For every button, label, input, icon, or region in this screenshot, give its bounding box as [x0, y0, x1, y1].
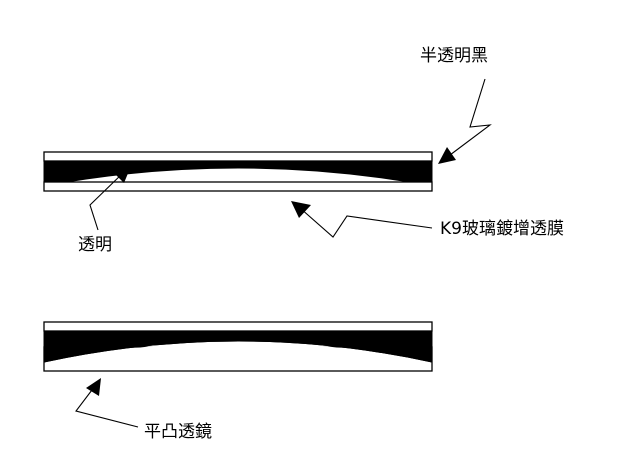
arrowhead-k9-glass: [291, 201, 311, 218]
label-semi-transparent-black: 半透明黑: [420, 46, 488, 66]
leader-k9-glass: [291, 201, 433, 238]
k9-glass-plate: [43, 181, 433, 192]
arrowhead-transparent: [113, 166, 131, 183]
arrowhead-plano-convex-lens: [86, 378, 101, 396]
glass-plate-top: [43, 151, 433, 162]
lens-body: [45, 342, 431, 370]
arrowhead-semi-transparent-black: [438, 147, 456, 164]
leader-semi-transparent-black: [438, 78, 492, 164]
lens-assembly-top: [43, 151, 433, 192]
plano-convex-lens-assembly: [43, 321, 433, 372]
label-k9-glass: K9玻璃鍍增透膜: [440, 218, 564, 239]
label-plano-convex-lens: 平凸透鏡: [144, 422, 212, 442]
transparent-convex-element: [43, 163, 433, 183]
leader-transparent: [89, 166, 131, 231]
lens-top-window: [43, 321, 433, 332]
lens-convex-surface: [43, 340, 433, 363]
label-transparent: 透明: [78, 235, 112, 255]
leader-plano-convex-lens: [75, 378, 139, 428]
